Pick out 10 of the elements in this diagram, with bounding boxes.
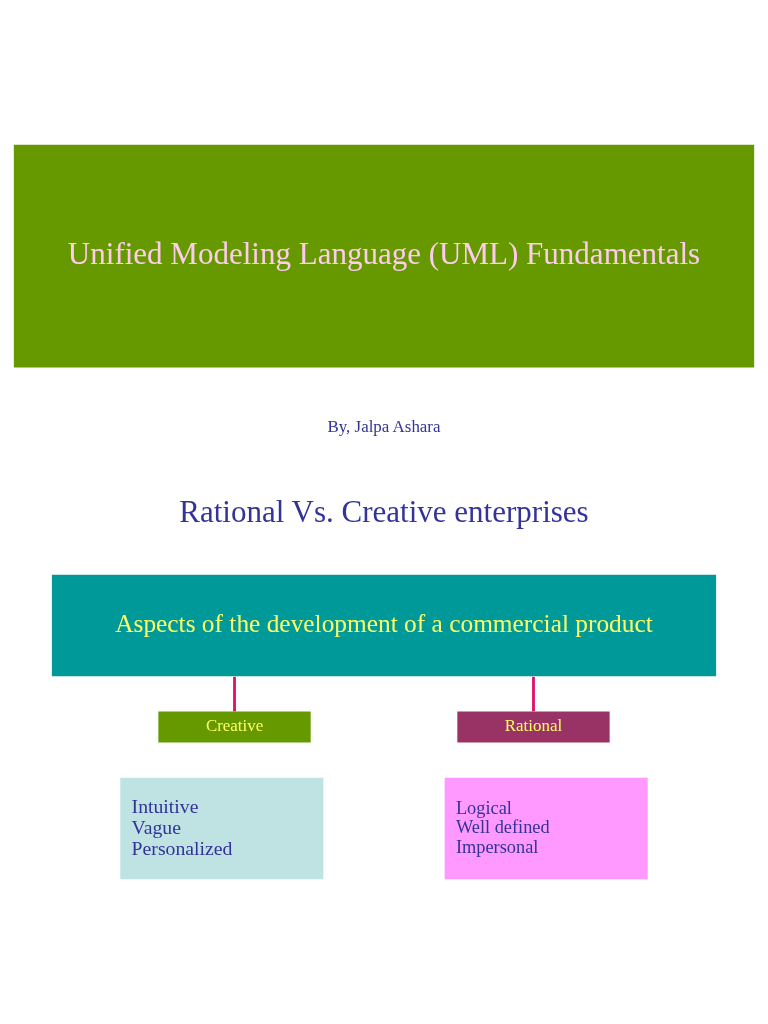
node-box: Logical Well defined Impersonal: [444, 777, 648, 880]
label: Rational Vs. Creative enterprises: [179, 494, 589, 530]
connector: [233, 676, 236, 712]
node-box: Intuitive Vague Personalized: [120, 777, 324, 880]
node-box: Unified Modeling Language (UML) Fundamentals: [13, 144, 755, 368]
node-box: Creative: [158, 711, 311, 743]
label: By, Jalpa Ashara: [327, 417, 441, 437]
connector: [532, 676, 535, 712]
node-box: Rational: [457, 711, 610, 743]
node-box: Aspects of the development of a commercial product: [51, 574, 717, 677]
